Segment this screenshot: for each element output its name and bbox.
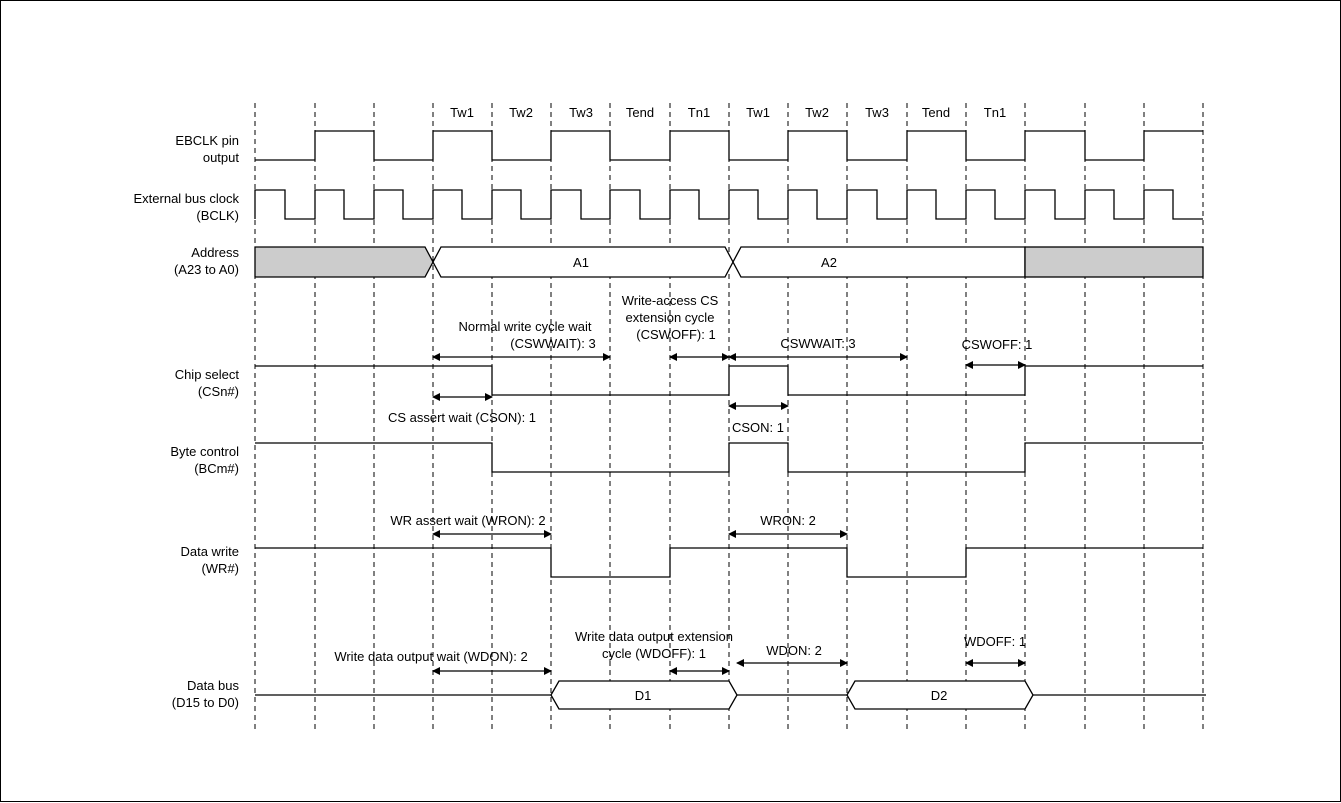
signal-label-bclk-sub: (BCLK) <box>196 208 239 223</box>
signal-label-data: Data bus <box>187 678 240 693</box>
annotation-cswwait: (CSWWAIT): 3 <box>510 336 595 351</box>
wr-waveform <box>255 547 1203 578</box>
address-value: A2 <box>821 255 837 270</box>
signal-label-ebclk: EBCLK pin <box>175 133 239 148</box>
annotation-cswoff: (CSWOFF): 1 <box>636 327 715 342</box>
cycle-label: Tw2 <box>509 105 533 120</box>
signal-labels: EBCLK pin output External bus clock (BCL… <box>134 133 240 710</box>
cycle-label: Tw3 <box>865 105 889 120</box>
data-value: D1 <box>635 688 652 703</box>
annotation-wdoff: cycle (WDOFF): 1 <box>602 646 706 661</box>
cs-waveform <box>255 365 1203 396</box>
annotation-cswoff: extension cycle <box>626 310 715 325</box>
cycle-labels: Tw1 Tw2 Tw3 Tend Tn1 Tw1 Tw2 Tw3 Tend Tn… <box>450 105 1006 120</box>
signal-label-address: Address <box>191 245 239 260</box>
cycle-label: Tw1 <box>450 105 474 120</box>
signal-label-cs-sub: (CSn#) <box>198 384 239 399</box>
cycle-label: Tw2 <box>805 105 829 120</box>
address-bus: A1 A2 <box>254 246 1204 278</box>
cycle-label: Tw3 <box>569 105 593 120</box>
cycle-label: Tw1 <box>746 105 770 120</box>
address-value: A1 <box>573 255 589 270</box>
cycle-label: Tn1 <box>984 105 1006 120</box>
annotation-wdon: Write data output wait (WDON): 2 <box>334 649 527 664</box>
annotation-wron: WR assert wait (WRON): 2 <box>390 513 545 528</box>
annotation-wdoff: Write data output extension <box>575 629 733 644</box>
signal-label-ebclk-sub: output <box>203 150 240 165</box>
data-value: D2 <box>931 688 948 703</box>
grid-lines <box>254 103 1204 731</box>
signal-label-address-sub: (A23 to A0) <box>174 262 239 277</box>
annotations: Normal write cycle wait (CSWWAIT): 3 Wri… <box>334 293 1032 664</box>
signal-label-wr-sub: (WR#) <box>201 561 239 576</box>
annotation-wdoff-2: WDOFF: 1 <box>964 634 1026 649</box>
ebclk-waveform <box>255 130 1203 161</box>
bclk-waveform <box>254 189 1203 220</box>
annotation-cson: CS assert wait (CSON): 1 <box>388 410 536 425</box>
annotation-cswwait: Normal write cycle wait <box>459 319 592 334</box>
bc-waveform <box>255 442 1203 473</box>
signal-label-bc-sub: (BCm#) <box>194 461 239 476</box>
timing-arrows <box>432 353 1026 675</box>
annotation-wdon-2: WDON: 2 <box>766 643 822 658</box>
cycle-label: Tn1 <box>688 105 710 120</box>
address-invalid-region <box>254 246 434 278</box>
address-invalid-region <box>1024 246 1204 278</box>
cycle-label: Tend <box>626 105 654 120</box>
annotation-cswwait-2: CSWWAIT: 3 <box>780 336 855 351</box>
signal-label-cs: Chip select <box>175 367 240 382</box>
annotation-wron-2: WRON: 2 <box>760 513 816 528</box>
annotation-cswoff: Write-access CS <box>622 293 719 308</box>
annotation-cson-2: CSON: 1 <box>732 420 784 435</box>
data-bus: D1 D2 <box>255 680 1206 710</box>
signal-label-bclk: External bus clock <box>134 191 240 206</box>
address-a2 <box>732 246 1026 278</box>
signal-label-data-sub: (D15 to D0) <box>172 695 239 710</box>
annotation-cswoff-2: CSWOFF: 1 <box>962 337 1033 352</box>
cycle-label: Tend <box>922 105 950 120</box>
signal-label-bc: Byte control <box>170 444 239 459</box>
signal-label-wr: Data write <box>180 544 239 559</box>
